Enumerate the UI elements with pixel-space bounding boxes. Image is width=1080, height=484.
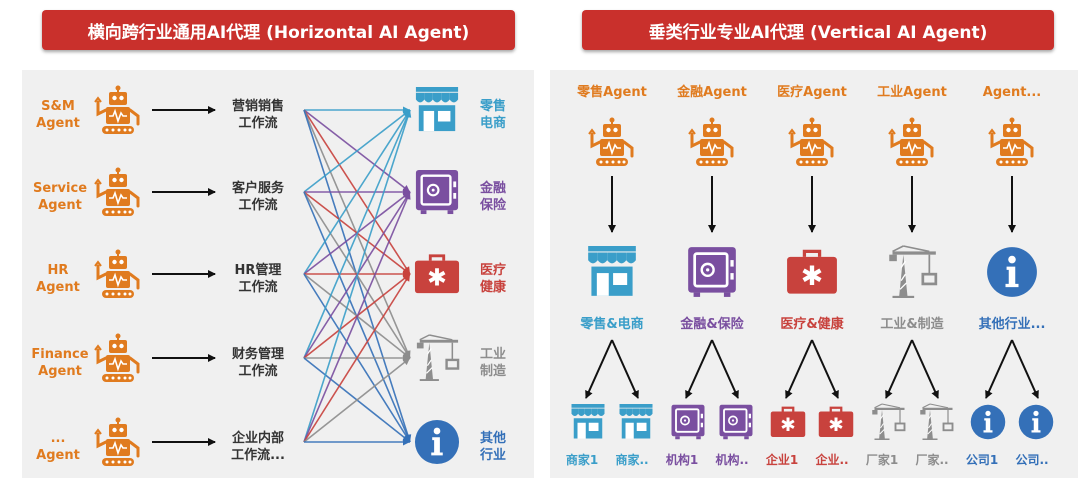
robot-icon xyxy=(788,117,834,166)
info-icon xyxy=(414,419,460,465)
robot-icon xyxy=(888,117,934,166)
safe-icon xyxy=(688,247,736,297)
store-icon xyxy=(415,87,459,132)
mapping-line xyxy=(303,109,411,275)
branch-arrow xyxy=(885,339,913,399)
crane-icon xyxy=(889,245,938,298)
sub-label: 企业.. xyxy=(815,453,849,467)
medical-asterisk xyxy=(802,265,822,285)
medical-kit-icon xyxy=(414,254,460,294)
industry-label-industry: 工业制造 xyxy=(480,347,507,379)
industry-label-finance: 金融保险 xyxy=(480,181,507,213)
horizontal-diagram-canvas xyxy=(94,85,460,466)
mapping-line xyxy=(303,109,411,443)
horizontal-agent-title-banner: 横向跨行业通用AI代理 (Horizontal AI Agent) xyxy=(42,10,515,50)
robot-icon xyxy=(94,85,140,134)
sub-label: 公司.. xyxy=(1015,453,1049,467)
medical-kit-icon xyxy=(787,249,837,294)
sub-label: 公司1 xyxy=(965,453,999,467)
industry-label-retail: 零售电商 xyxy=(480,99,507,131)
branch-arrow xyxy=(785,339,813,399)
branch-arrow xyxy=(611,339,639,399)
branch-arrow xyxy=(711,339,739,399)
robot-icon xyxy=(688,117,734,166)
agent-label-other: ...Agent xyxy=(36,431,80,463)
mapping-line xyxy=(303,191,411,443)
vertical-industry-label-finance: 金融&保险 xyxy=(680,317,744,332)
branch-arrow xyxy=(585,339,613,399)
info-icon xyxy=(970,404,1006,440)
sub-label: 机构.. xyxy=(715,453,749,467)
vertical-industry-label-industry: 工业&制造 xyxy=(880,317,944,332)
branch-arrow xyxy=(911,339,939,399)
robot-icon xyxy=(988,117,1034,166)
sub-label: 厂家.. xyxy=(915,453,949,467)
mapping-line xyxy=(303,109,411,193)
vertical-agent-label-medical: 医疗Agent xyxy=(777,85,847,100)
vertical-agent-label-finance: 金融Agent xyxy=(677,85,747,100)
workflow-label-service: 客户服务工作流 xyxy=(231,181,284,213)
store-icon xyxy=(571,404,605,439)
vertical-diagram-canvas xyxy=(571,117,1054,440)
robot-icon xyxy=(94,249,140,298)
mapping-arrowhead xyxy=(404,192,411,200)
sub-label: 商家1 xyxy=(565,453,599,467)
info-icon xyxy=(987,247,1037,297)
vertical-agent-label-retail: 零售Agent xyxy=(577,85,647,100)
crane-icon xyxy=(920,403,954,440)
safe-icon xyxy=(671,404,705,440)
workflow-label-marketing: 营销销售工作流 xyxy=(231,99,284,131)
workflow-label-internal: 企业内部工作流... xyxy=(231,431,285,463)
vertical-agent-panel: 零售Agent 金融Agent 医疗Agent 工业Agent Agent...… xyxy=(550,70,1078,478)
branch-arrow xyxy=(811,339,839,399)
store-icon xyxy=(588,246,636,296)
robot-icon xyxy=(588,117,634,166)
medical-kit-icon xyxy=(818,406,854,437)
robot-icon xyxy=(94,333,140,382)
robot-icon xyxy=(94,167,140,216)
safe-icon xyxy=(415,169,459,215)
vertical-agent-title: 垂类行业专业AI代理 (Vertical AI Agent) xyxy=(648,22,988,43)
branch-arrow xyxy=(1011,339,1039,399)
vertical-industry-label-other: 其他行业... xyxy=(978,317,1046,332)
medical-kit-icon xyxy=(770,406,806,437)
safe-icon xyxy=(719,404,753,440)
vertical-agent-label-industry: 工业Agent xyxy=(877,85,947,100)
mapping-arrowhead xyxy=(403,438,410,446)
vertical-industry-label-medical: 医疗&健康 xyxy=(780,317,844,332)
mapping-arrowhead xyxy=(404,110,412,118)
info-icon xyxy=(1018,404,1054,440)
crane-icon xyxy=(872,403,906,440)
branch-arrow xyxy=(985,339,1013,399)
medical-asterisk xyxy=(829,417,843,431)
vertical-industry-label-retail: 零售&电商 xyxy=(580,317,644,332)
crane-icon xyxy=(416,334,460,381)
mapping-line xyxy=(303,109,411,359)
horizontal-agent-title: 横向跨行业通用AI代理 (Horizontal AI Agent) xyxy=(87,22,470,43)
mapping-arrowhead xyxy=(403,274,410,282)
vertical-agent-label-other: Agent... xyxy=(982,85,1042,100)
store-icon xyxy=(619,404,653,439)
medical-asterisk xyxy=(781,417,795,431)
medical-asterisk xyxy=(428,268,446,286)
robot-icon xyxy=(94,417,140,466)
mapping-line xyxy=(303,357,411,443)
sub-label: 企业1 xyxy=(765,453,799,467)
mapping-arrowhead xyxy=(402,358,410,366)
vertical-agent-title-banner: 垂类行业专业AI代理 (Vertical AI Agent) xyxy=(582,10,1054,50)
sub-label: 机构1 xyxy=(665,453,699,467)
workflow-label-hr: HR管理工作流 xyxy=(234,263,282,295)
branch-arrow xyxy=(685,339,713,399)
sub-label: 商家.. xyxy=(615,453,649,467)
sub-label: 厂家1 xyxy=(865,453,899,467)
mapping-line xyxy=(303,273,411,443)
workflow-label-finance: 财务管理工作流 xyxy=(231,347,284,379)
industry-label-other: 其他行业 xyxy=(480,431,507,463)
industry-label-medical: 医疗健康 xyxy=(480,263,507,295)
